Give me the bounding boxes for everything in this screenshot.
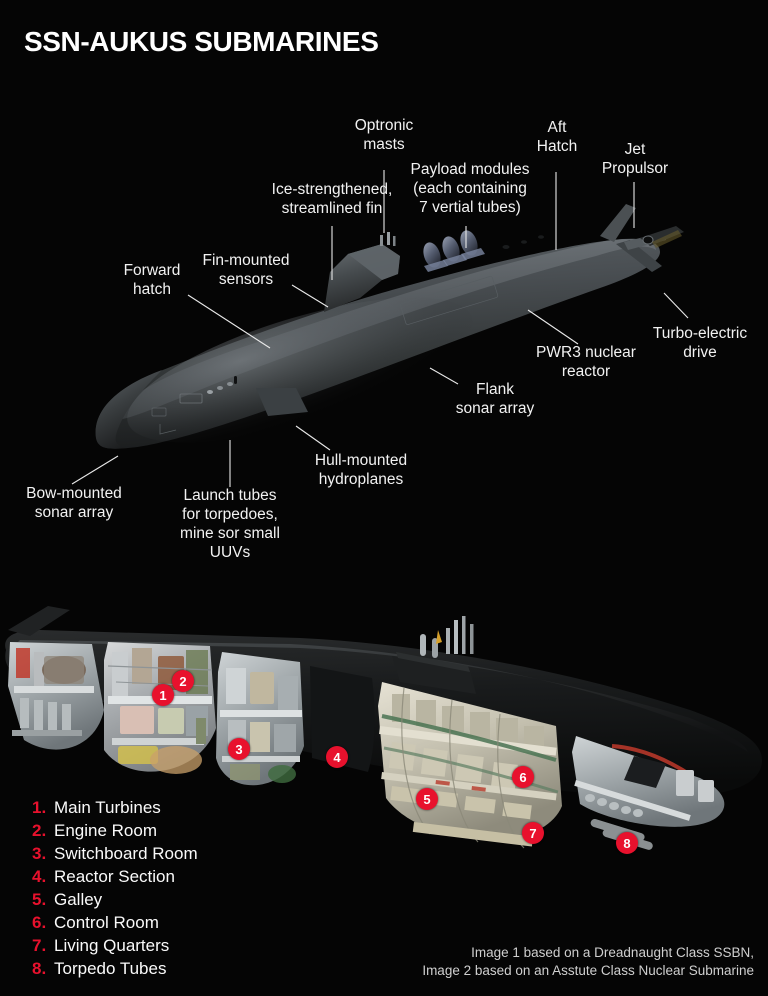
callout-launch-tubes: Launch tubes for torpedoes, mine sor sma… bbox=[180, 487, 280, 561]
source-caption: Image 1 based on a Dreadnaught Class SSB… bbox=[422, 945, 754, 978]
legend-label: Switchboard Room bbox=[54, 844, 198, 863]
legend-label: Galley bbox=[54, 890, 103, 909]
legend-label: Control Room bbox=[54, 913, 159, 932]
legend-item-3: 3. Switchboard Room bbox=[32, 844, 198, 864]
legend-item-2: 2. Engine Room bbox=[32, 821, 198, 841]
marker-5[interactable]: 5 bbox=[416, 788, 438, 810]
legend-number: 6. bbox=[32, 913, 47, 932]
payload-modules-group bbox=[423, 230, 485, 272]
compartment-engine-room bbox=[8, 642, 104, 750]
legend-number: 5. bbox=[32, 890, 47, 909]
callout-fin-mounted-sensors: Fin-mounted sensors bbox=[202, 252, 290, 288]
compartment-torpedo-tubes bbox=[572, 736, 725, 850]
fin-top-deck bbox=[348, 244, 400, 280]
forward-hatch-fitting bbox=[207, 390, 213, 394]
compartment-reactor-section bbox=[310, 666, 375, 772]
legend-item-7: 7. Living Quarters bbox=[32, 936, 198, 956]
callout-turbo-electric-drive: Turbo-electric drive bbox=[652, 325, 748, 361]
marker-2[interactable]: 2 bbox=[172, 670, 194, 692]
submarine-exterior-illustration bbox=[0, 180, 768, 500]
propulsor-highlight bbox=[652, 230, 682, 248]
marker-3[interactable]: 3 bbox=[228, 738, 250, 760]
legend-number: 8. bbox=[32, 959, 47, 978]
legend-label: Main Turbines bbox=[54, 798, 161, 817]
callout-bow-mounted-sonar-array: Bow-mounted sonar array bbox=[26, 485, 122, 521]
callout-ice-strengthened-fin: Ice-strengthened, streamlined fin bbox=[271, 181, 393, 217]
legend-label: Reactor Section bbox=[54, 867, 175, 886]
legend-list: 1. Main Turbines 2. Engine Room 3. Switc… bbox=[32, 798, 198, 982]
callout-aft-hatch: Aft Hatch bbox=[536, 119, 578, 155]
marker-7[interactable]: 7 bbox=[522, 822, 544, 844]
fin-sensor-1 bbox=[217, 386, 223, 390]
callout-payload-modules: Payload modules (each containing 7 verti… bbox=[410, 161, 530, 216]
legend-label: Living Quarters bbox=[54, 936, 170, 955]
optronic-mast-2 bbox=[387, 232, 390, 245]
compartment-main-turbines bbox=[104, 642, 216, 774]
cutaway-conning-tower bbox=[392, 616, 476, 694]
callout-hull-mounted-hydroplanes: Hull-mounted hydroplanes bbox=[314, 452, 408, 488]
stern-fin-upper bbox=[600, 204, 636, 242]
marker-8[interactable]: 8 bbox=[616, 832, 638, 854]
legend-item-6: 6. Control Room bbox=[32, 913, 198, 933]
callout-pwr3-nuclear-reactor: PWR3 nuclear reactor bbox=[536, 344, 636, 380]
flank-sonar-panel bbox=[400, 276, 499, 325]
legend-item-4: 4. Reactor Section bbox=[32, 867, 198, 887]
page-title: SSN-AUKUS SUBMARINES bbox=[24, 26, 379, 57]
bow-nose bbox=[95, 370, 162, 449]
callout-jet-propulsor: Jet Propulsor bbox=[601, 141, 669, 177]
legend-label: Torpedo Tubes bbox=[54, 959, 167, 978]
legend-number: 7. bbox=[32, 936, 47, 955]
propulsor-duct bbox=[642, 235, 654, 245]
callout-forward-hatch: Forward hatch bbox=[123, 262, 181, 298]
callout-optronic-masts: Optronic masts bbox=[354, 117, 414, 153]
marker-6[interactable]: 6 bbox=[512, 766, 534, 788]
hull-panel-2 bbox=[151, 407, 167, 417]
legend-item-5: 5. Galley bbox=[32, 890, 198, 910]
submarine-internal-illustration bbox=[0, 590, 768, 910]
fin-sensor-2 bbox=[227, 382, 233, 386]
marker-1[interactable]: 1 bbox=[152, 684, 174, 706]
cutaway-stern-fin bbox=[8, 606, 70, 636]
hull-panel-1 bbox=[179, 393, 203, 404]
aft-hatch-opening bbox=[502, 245, 510, 249]
hull-mounted-hydroplane bbox=[256, 388, 308, 416]
callout-flank-sonar-array: Flank sonar array bbox=[455, 381, 535, 417]
deck-fitting-1 bbox=[521, 240, 527, 244]
compartment-switchboard-room bbox=[216, 652, 304, 786]
legend-label: Engine Room bbox=[54, 821, 158, 840]
legend-item-8: 8. Torpedo Tubes bbox=[32, 959, 198, 979]
legend-number: 1. bbox=[32, 798, 47, 817]
hull-panel-3 bbox=[159, 424, 177, 435]
hull-sheen bbox=[127, 297, 473, 443]
optronic-mast-1 bbox=[380, 235, 383, 246]
legend-number: 2. bbox=[32, 821, 47, 840]
legend-number: 4. bbox=[32, 867, 47, 886]
forward-mast bbox=[234, 376, 237, 384]
deck-fitting-2 bbox=[538, 235, 544, 239]
legend-number: 3. bbox=[32, 844, 47, 863]
legend-item-1: 1. Main Turbines bbox=[32, 798, 198, 818]
optronic-mast-3 bbox=[393, 236, 396, 246]
marker-4[interactable]: 4 bbox=[326, 746, 348, 768]
